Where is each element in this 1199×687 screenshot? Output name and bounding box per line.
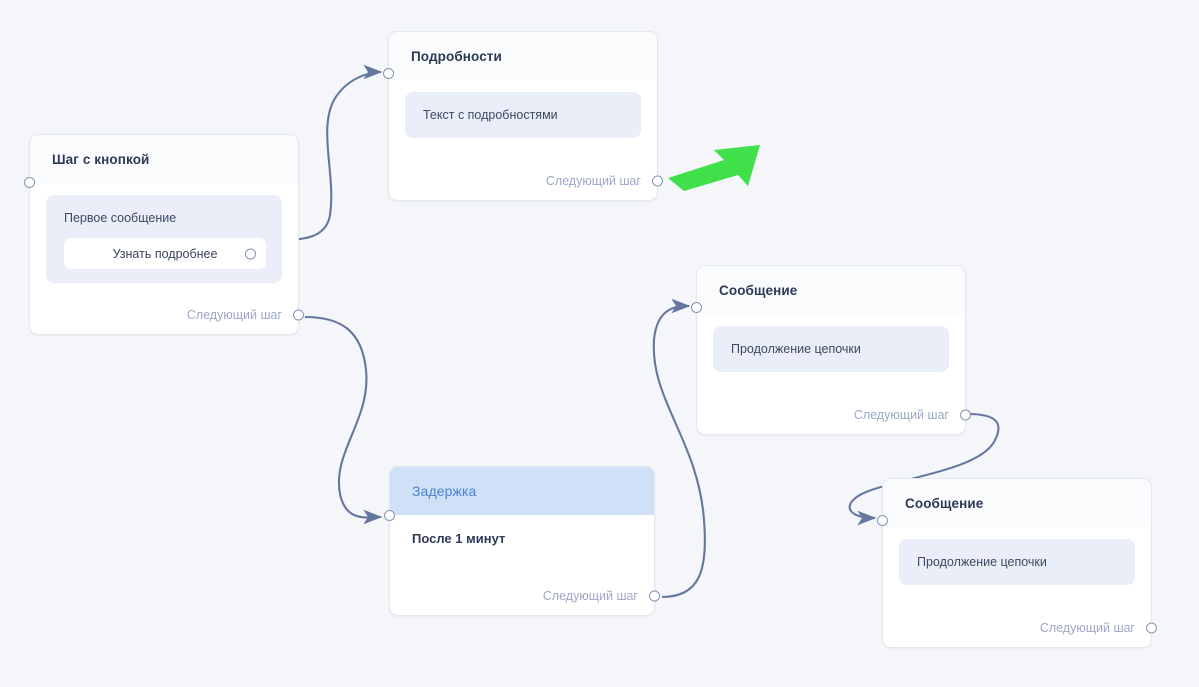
next-step-label: Следующий шаг	[853, 408, 949, 422]
node-message-top[interactable]: Сообщение Продолжение цепочки Следующий …	[691, 265, 971, 435]
next-step-output-port[interactable]	[1146, 622, 1157, 634]
input-port[interactable]	[24, 177, 35, 188]
input-port[interactable]	[383, 68, 394, 79]
node-header-button-step[interactable]: Шаг с кнопкой	[30, 135, 298, 183]
next-step-label: Следующий шаг	[545, 174, 641, 188]
edge-button-to-delay	[304, 315, 383, 525]
green-annotation-arrow	[668, 145, 760, 191]
node-message-bottom[interactable]: Сообщение Продолжение цепочки Следующий …	[877, 478, 1157, 648]
message-button-label: Узнать подробнее	[112, 246, 218, 261]
next-step-output-port[interactable]	[649, 590, 660, 602]
node-title: Задержка	[412, 483, 477, 499]
bubble-text: Текст с подробностями	[423, 108, 558, 122]
input-port[interactable]	[877, 515, 888, 526]
node-header-details[interactable]: Подробности	[389, 32, 657, 80]
next-step-output-port[interactable]	[293, 309, 304, 321]
node-footer[interactable]: Следующий шаг	[853, 408, 971, 422]
node-delay[interactable]: Задержка После 1 минут Следующий шаг	[384, 466, 660, 616]
node-title: Подробности	[411, 48, 502, 64]
node-title: Сообщение	[905, 495, 984, 511]
bubble-text: Продолжение цепочки	[917, 555, 1047, 569]
node-body: Продолжение цепочки	[697, 314, 965, 373]
node-title: Шаг с кнопкой	[52, 151, 150, 167]
node-body: После 1 минут	[390, 515, 654, 546]
next-step-label: Следующий шаг	[1039, 621, 1135, 635]
node-button-step[interactable]: Шаг с кнопкой Первое сообщение Узнать по…	[24, 134, 304, 335]
node-details[interactable]: Подробности Текст с подробностями Следую…	[383, 31, 663, 201]
message-bubble[interactable]: Продолжение цепочки	[899, 539, 1135, 586]
node-footer[interactable]: Следующий шаг	[545, 174, 663, 188]
node-footer[interactable]: Следующий шаг	[1039, 621, 1157, 635]
message-bubble[interactable]: Продолжение цепочки	[713, 326, 949, 373]
next-step-label: Следующий шаг	[186, 308, 282, 322]
node-header-delay[interactable]: Задержка	[390, 467, 654, 515]
bubble-text: Продолжение цепочки	[731, 342, 861, 356]
message-bubble[interactable]: Первое сообщение Узнать подробнее	[46, 195, 282, 284]
next-step-output-port[interactable]	[960, 409, 971, 421]
bubble-text: Первое сообщение	[64, 211, 177, 225]
node-footer[interactable]: Следующий шаг	[542, 589, 660, 603]
next-step-output-port[interactable]	[652, 175, 663, 187]
next-step-label: Следующий шаг	[542, 589, 638, 603]
input-port[interactable]	[384, 510, 395, 521]
node-header-message-top[interactable]: Сообщение	[697, 266, 965, 314]
node-header-message-bottom[interactable]: Сообщение	[883, 479, 1151, 527]
delay-description: После 1 минут	[412, 531, 506, 546]
message-button[interactable]: Узнать подробнее	[64, 238, 266, 270]
node-body: Текст с подробностями	[389, 80, 657, 139]
input-port[interactable]	[691, 302, 702, 313]
node-footer[interactable]: Следующий шаг	[186, 308, 304, 322]
button-output-port[interactable]	[245, 248, 256, 260]
node-body: Первое сообщение Узнать подробнее	[30, 183, 298, 284]
node-body: Продолжение цепочки	[883, 527, 1151, 586]
node-title: Сообщение	[719, 282, 798, 298]
message-bubble[interactable]: Текст с подробностями	[405, 92, 641, 139]
